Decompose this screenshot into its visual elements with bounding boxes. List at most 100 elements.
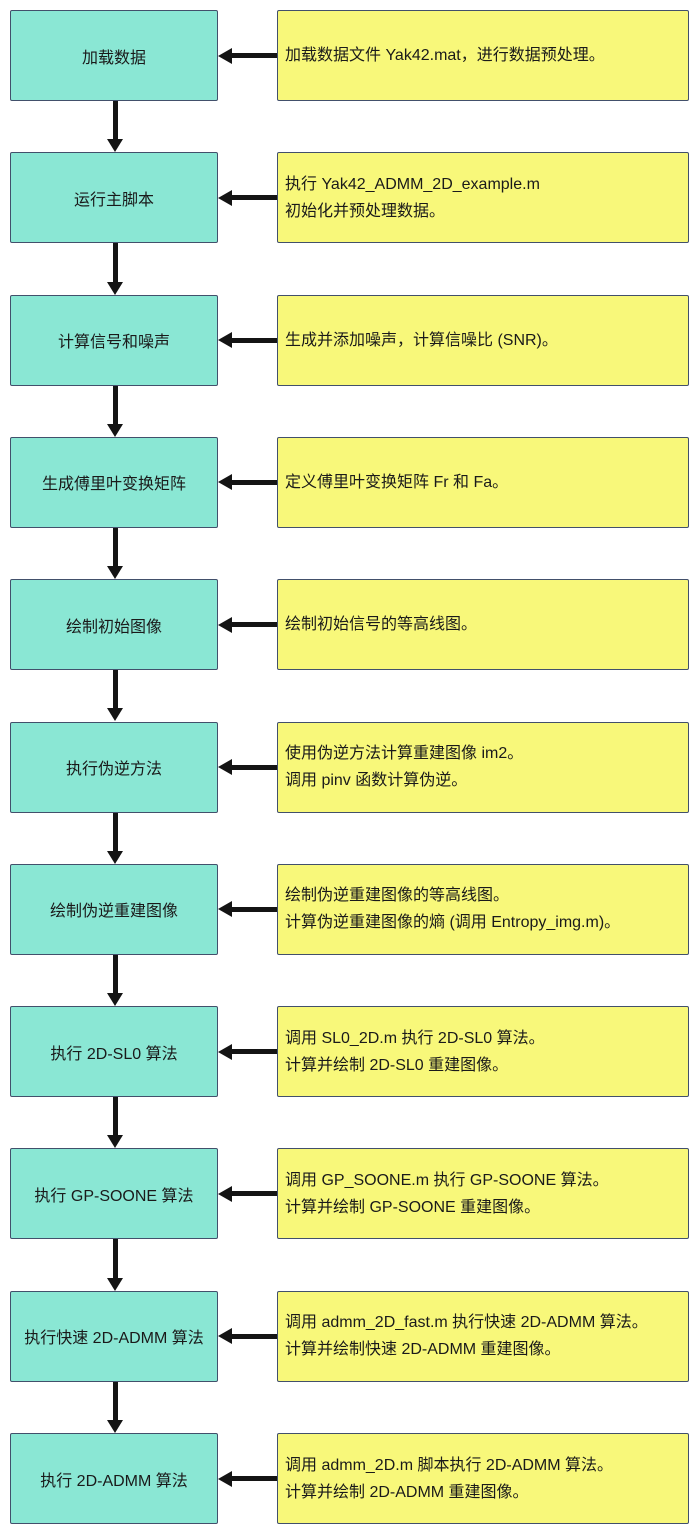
flow-arrow-down-icon bbox=[107, 670, 123, 722]
arrow-shaft bbox=[231, 906, 277, 912]
note-line: 调用 admm_2D.m 脚本执行 2D-ADMM 算法。 bbox=[285, 1456, 614, 1474]
arrow-shaft bbox=[231, 1049, 277, 1055]
step-label: 运行主脚本 bbox=[73, 191, 154, 209]
arrow-shaft bbox=[231, 53, 277, 58]
arrowhead-down-icon bbox=[107, 1419, 123, 1433]
note-box: 绘制伪逆重建图像的等高线图。计算伪逆重建图像的熵 (调用 Entropy_img… bbox=[277, 863, 689, 955]
step-label: 绘制初始图像 bbox=[65, 618, 162, 636]
step-label: 执行 2D-ADMM 算法 bbox=[40, 1472, 188, 1490]
arrowhead-down-icon bbox=[107, 1277, 123, 1291]
note-line: 初始化并预处理数据。 bbox=[285, 202, 446, 220]
note-line: 调用 SL0_2D.m 执行 2D-SL0 算法。 bbox=[285, 1029, 545, 1047]
note-line: 计算伪逆重建图像的熵 (调用 Entropy_img.m)。 bbox=[285, 914, 621, 932]
note-line: 绘制伪逆重建图像的等高线图。 bbox=[285, 887, 510, 905]
arrowhead-left-icon bbox=[218, 901, 232, 918]
arrowhead-down-icon bbox=[107, 850, 123, 864]
arrow-shaft bbox=[112, 1239, 118, 1279]
step-box: 绘制初始图像 bbox=[10, 579, 218, 671]
arrow-shaft bbox=[112, 527, 118, 568]
arrowhead-down-icon bbox=[107, 993, 123, 1007]
step-label: 计算信号和噪声 bbox=[57, 334, 170, 352]
arrow-shaft bbox=[112, 670, 118, 710]
note-arrow-left-icon bbox=[218, 474, 277, 491]
step-box: 绘制伪逆重建图像 bbox=[10, 863, 218, 955]
note-arrow-left-icon bbox=[218, 1043, 277, 1060]
step-label: 执行 GP-SOONE 算法 bbox=[34, 1187, 194, 1205]
arrowhead-left-icon bbox=[218, 189, 232, 206]
note-arrow-left-icon bbox=[218, 332, 277, 349]
note-box: 生成并添加噪声，计算信噪比 (SNR)。 bbox=[277, 294, 689, 386]
step-label: 执行 2D-SL0 算法 bbox=[50, 1045, 178, 1063]
arrowhead-down-icon bbox=[107, 1135, 123, 1149]
flow-row: 执行 2D-ADMM 算法 调用 admm_2D.m 脚本执行 2D-ADMM 算… bbox=[0, 1433, 697, 1524]
arrow-shaft bbox=[231, 195, 277, 201]
flow-row: 计算信号和噪声 生成并添加噪声，计算信噪比 (SNR)。 bbox=[0, 294, 697, 386]
arrow-shaft bbox=[112, 385, 118, 425]
flow-row: 执行 GP-SOONE 算法 调用 GP_SOONE.m 执行 GP-SOONE … bbox=[0, 1148, 697, 1240]
note-line: 计算并绘制快速 2D-ADMM 重建图像。 bbox=[285, 1341, 561, 1359]
flow-row: 执行快速 2D-ADMM 算法 调用 admm_2D_fast.m 执行快速 2D… bbox=[0, 1290, 697, 1382]
flow-arrow-down-icon bbox=[107, 527, 123, 580]
flow-arrow-down-icon bbox=[107, 1239, 123, 1291]
note-arrow-left-icon bbox=[218, 759, 277, 775]
step-box: 运行主脚本 bbox=[10, 152, 218, 244]
note-arrow-left-icon bbox=[218, 1328, 277, 1345]
step-box: 执行 2D-ADMM 算法 bbox=[10, 1433, 218, 1524]
arrow-shaft bbox=[231, 337, 277, 343]
step-label: 生成傅里叶变换矩阵 bbox=[41, 476, 186, 494]
flow-arrow-down-icon bbox=[107, 954, 123, 1007]
flow-arrow-down-icon bbox=[107, 385, 123, 437]
flow-row: 加载数据加载数据文件 Yak42.mat，进行数据预处理。 bbox=[0, 10, 697, 101]
flow-row: 运行主脚本 执行 Yak42_ADMM_2D_example.m 初始化并预处理数据… bbox=[0, 152, 697, 244]
note-line: 绘制初始信号的等高线图。 bbox=[285, 616, 478, 634]
note-arrow-left-icon bbox=[218, 47, 277, 64]
arrow-shaft bbox=[231, 1333, 277, 1339]
arrowhead-left-icon bbox=[218, 759, 232, 775]
flow-arrow-down-icon bbox=[107, 243, 123, 295]
arrowhead-left-icon bbox=[218, 616, 232, 633]
note-box: 调用 GP_SOONE.m 执行 GP-SOONE 算法。计算并绘制 GP-SO… bbox=[277, 1148, 689, 1240]
step-box: 执行 2D-SL0 算法 bbox=[10, 1006, 218, 1098]
step-box: 计算信号和噪声 bbox=[10, 294, 218, 386]
note-arrow-left-icon bbox=[218, 1470, 277, 1487]
step-box: 执行 GP-SOONE 算法 bbox=[10, 1148, 218, 1240]
note-box: 调用 SL0_2D.m 执行 2D-SL0 算法。计算并绘制 2D-SL0 重建… bbox=[277, 1006, 689, 1098]
note-box: 执行 Yak42_ADMM_2D_example.m 初始化并预处理数据。 bbox=[277, 152, 689, 244]
arrow-shaft bbox=[231, 479, 277, 485]
note-line: 调用 GP_SOONE.m 执行 GP-SOONE 算法。 bbox=[285, 1171, 609, 1189]
flow-arrow-down-icon bbox=[107, 101, 123, 153]
arrow-shaft bbox=[231, 622, 277, 628]
note-line: 生成并添加噪声，计算信噪比 (SNR)。 bbox=[285, 331, 558, 349]
note-line: 执行 Yak42_ADMM_2D_example.m bbox=[285, 175, 540, 193]
step-box: 加载数据 bbox=[10, 10, 218, 101]
flow-row: 生成傅里叶变换矩阵定义傅里叶变换矩阵 Fr 和 Fa。 bbox=[0, 436, 697, 528]
arrowhead-down-icon bbox=[107, 566, 123, 580]
note-line: 调用 admm_2D_fast.m 执行快速 2D-ADMM 算法。 bbox=[285, 1314, 648, 1332]
arrowhead-down-icon bbox=[107, 423, 123, 437]
note-box: 调用 admm_2D.m 脚本执行 2D-ADMM 算法。计算并绘制 2D-AD… bbox=[277, 1433, 689, 1524]
arrowhead-left-icon bbox=[218, 1470, 232, 1487]
step-box: 执行快速 2D-ADMM 算法 bbox=[10, 1290, 218, 1382]
step-label: 加载数据 bbox=[81, 49, 146, 67]
note-arrow-left-icon bbox=[218, 189, 277, 206]
arrowhead-left-icon bbox=[218, 1043, 232, 1060]
arrow-shaft bbox=[112, 1381, 118, 1421]
note-line: 调用 pinv 函数计算伪逆。 bbox=[285, 772, 468, 789]
step-label: 绘制伪逆重建图像 bbox=[49, 903, 178, 921]
flow-row: 执行伪逆方法 使用伪逆方法计算重建图像 im2。调用 pinv 函数计算伪逆。 bbox=[0, 721, 697, 813]
note-line: 计算并绘制 2D-SL0 重建图像。 bbox=[285, 1056, 509, 1074]
note-line: 计算并绘制 GP-SOONE 重建图像。 bbox=[285, 1198, 541, 1216]
note-line: 使用伪逆方法计算重建图像 im2。 bbox=[285, 745, 524, 762]
arrow-shaft bbox=[112, 101, 118, 141]
note-arrow-left-icon bbox=[218, 616, 277, 633]
flow-arrow-down-icon bbox=[107, 812, 123, 864]
arrowhead-down-icon bbox=[107, 281, 123, 295]
flow-row: 执行 2D-SL0 算法 调用 SL0_2D.m 执行 2D-SL0 算法。计算并… bbox=[0, 1006, 697, 1098]
flow-row: 绘制伪逆重建图像 绘制伪逆重建图像的等高线图。计算伪逆重建图像的熵 (调用 Ent… bbox=[0, 863, 697, 955]
step-box: 执行伪逆方法 bbox=[10, 721, 218, 813]
arrowhead-left-icon bbox=[218, 474, 232, 491]
arrow-shaft bbox=[112, 954, 118, 995]
arrow-shaft bbox=[231, 764, 277, 770]
flow-row: 绘制初始图像 绘制初始信号的等高线图。 bbox=[0, 579, 697, 671]
